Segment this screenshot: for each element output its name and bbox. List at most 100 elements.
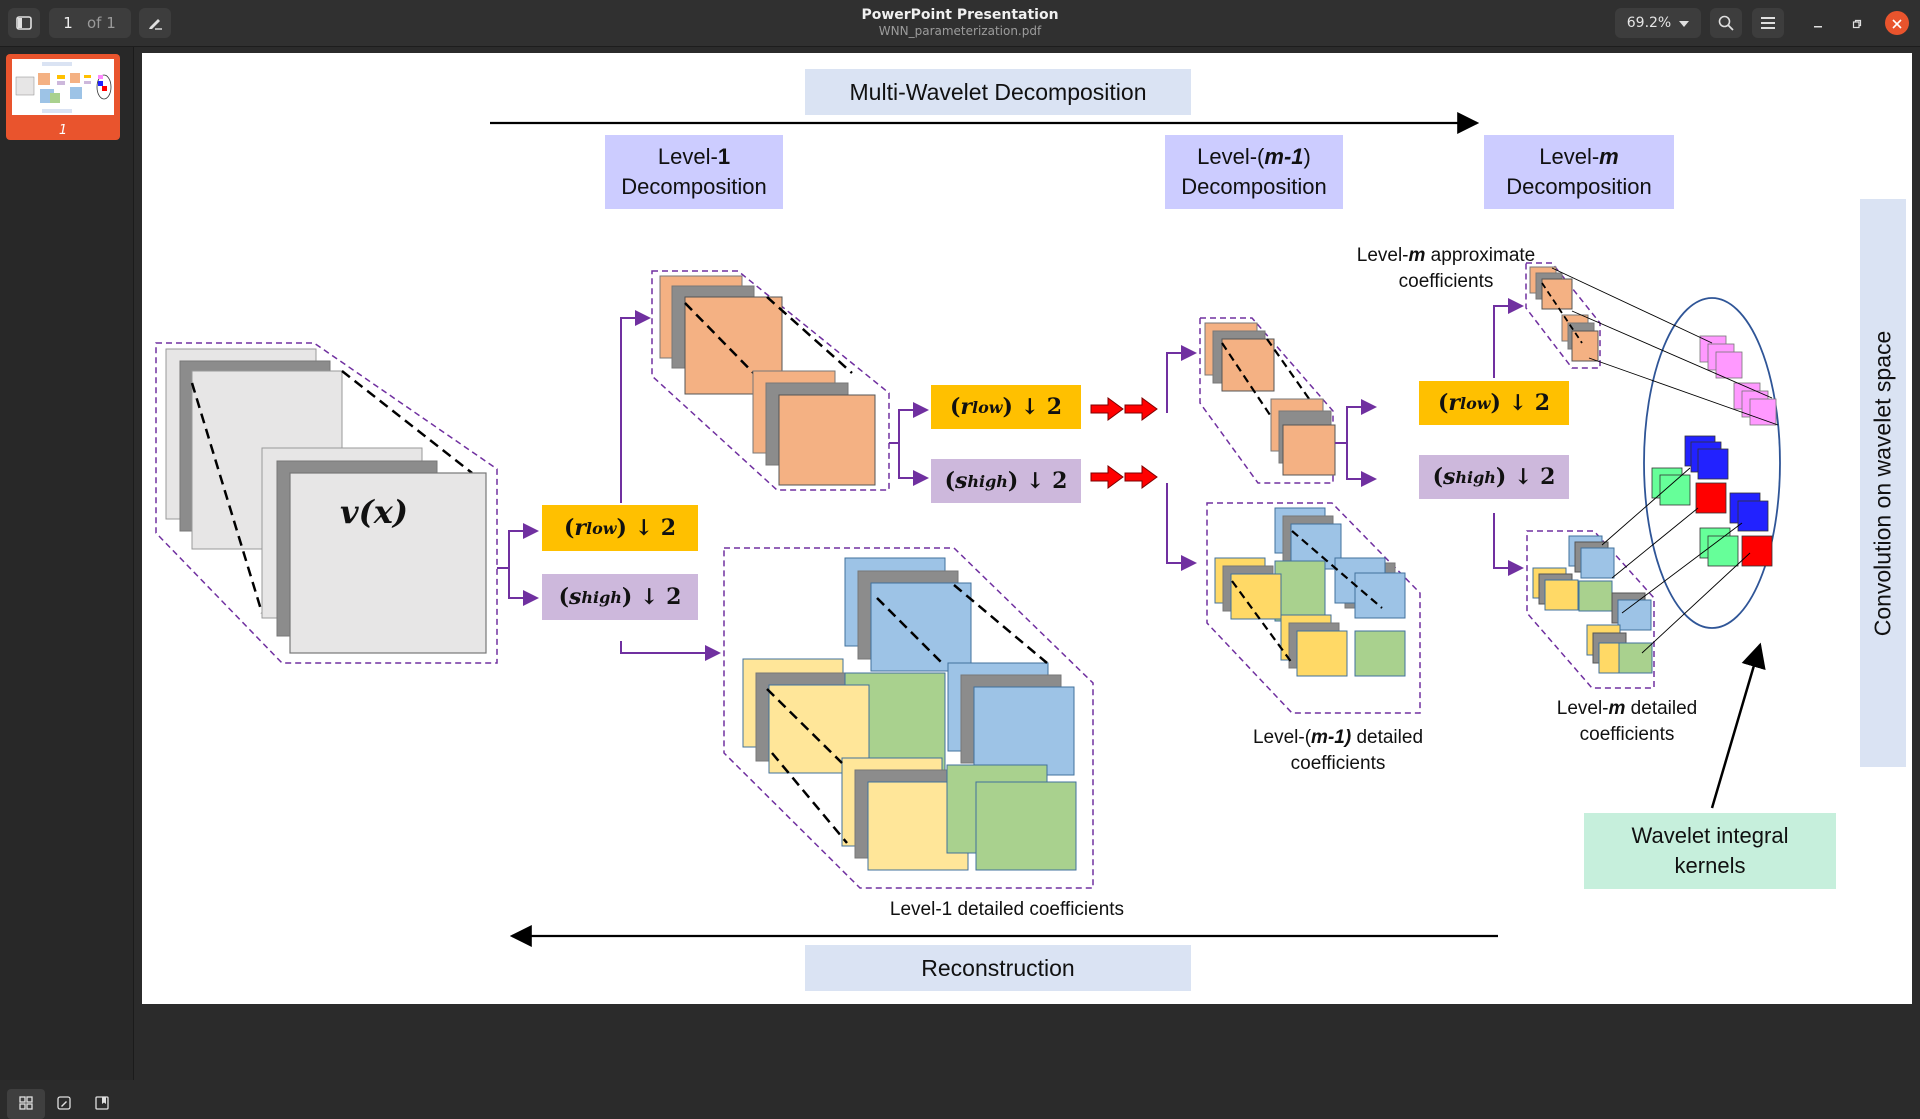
- title-bar: 1 of 1 PowerPoint Presentation WNN_param…: [0, 0, 1920, 47]
- caption-level: m-1): [1311, 727, 1352, 748]
- op-symbol: s: [569, 584, 582, 610]
- kernel-pointer-arrow: [1710, 642, 1766, 809]
- annotate-button[interactable]: [139, 8, 171, 38]
- levelm1-approx-cube: [1199, 317, 1336, 484]
- op-subscript: low: [586, 518, 617, 538]
- caption-line2: coefficients: [1290, 753, 1386, 774]
- op-subscript: high: [581, 587, 622, 607]
- levelm1-suffix: ): [1303, 144, 1311, 169]
- levelm1-number: m-1: [1264, 144, 1304, 169]
- levelm-decomposition-box: Level-m Decomposition: [1484, 135, 1674, 209]
- caption-line2: coefficients: [1579, 724, 1675, 745]
- levelm-approx-cube: [1525, 262, 1601, 369]
- caption-prefix: Level-: [1356, 245, 1409, 266]
- level1-detail-caption: Level-1 detailed coefficients: [889, 899, 1125, 920]
- op-downsample: ↓ 2: [1508, 390, 1551, 416]
- levelm1-decomposition-box: Level-(m-1) Decomposition: [1165, 135, 1343, 209]
- search-button[interactable]: [1710, 8, 1742, 38]
- level1-decomp-word: Decomposition: [621, 174, 767, 199]
- convolution-side-label: Convolution on wavelet space: [1869, 330, 1896, 636]
- levelm-prefix: Level-: [1539, 144, 1600, 169]
- annotations-view-button[interactable]: [45, 1089, 83, 1119]
- pink-kernels: [1699, 335, 1777, 426]
- thumbnail-page-number: 1: [58, 123, 68, 138]
- levelm1-decomp-word: Decomposition: [1181, 174, 1327, 199]
- zoom-value: 69.2%: [1626, 15, 1672, 31]
- op-subscript: low: [972, 397, 1003, 417]
- red-arrows: [1090, 397, 1158, 489]
- caption-level: m: [1608, 698, 1626, 719]
- close-button[interactable]: [1885, 11, 1909, 35]
- op-downsample: ↓ 2: [1020, 394, 1063, 420]
- level1-prefix: Level-: [657, 144, 718, 169]
- sidebar-toggle-button[interactable]: [8, 8, 40, 38]
- caption-line2: coefficients: [1398, 271, 1494, 292]
- levelm1-detail-caption: Level-(m-1) detailed coefficients: [1222, 725, 1454, 777]
- caption-suffix: approximate: [1425, 245, 1536, 266]
- caption-prefix: Level-(: [1252, 727, 1312, 748]
- color-kernels: [1651, 435, 1773, 567]
- op-symbol: r: [574, 515, 586, 541]
- grid-icon: [19, 1095, 33, 1114]
- op-symbol: r: [1448, 390, 1460, 416]
- zoom-dropdown[interactable]: 69.2%: [1615, 8, 1701, 38]
- levelm-approx-caption: Level-m approximate coefficients: [1322, 243, 1570, 295]
- restore-icon: [1852, 14, 1862, 33]
- sidebar-toggle-icon: [16, 16, 32, 30]
- input-function-label: v(x): [340, 493, 408, 531]
- levelm-number: m: [1599, 144, 1619, 169]
- chevron-down-icon: [1679, 15, 1690, 31]
- page-thumbnail[interactable]: 1: [6, 54, 120, 140]
- caption-suffix: detailed: [1351, 727, 1424, 748]
- levelm-decomp-word: Decomposition: [1506, 174, 1652, 199]
- bookmark-icon: [95, 1095, 109, 1114]
- op-symbol: r: [960, 394, 972, 420]
- op-downsample: ↓ 2: [1026, 468, 1068, 494]
- op-subscript: high: [1455, 467, 1496, 487]
- levelm1-prefix: Level-(: [1197, 144, 1265, 169]
- multiwavelet-title: Multi-Wavelet Decomposition: [849, 78, 1147, 105]
- op-subscript: high: [967, 471, 1008, 491]
- caption-suffix: detailed: [1625, 698, 1698, 719]
- sidebar-view-switcher: [7, 1089, 121, 1119]
- op-downsample: ↓ 2: [1514, 464, 1556, 490]
- page-navigator: 1 of 1: [49, 8, 131, 38]
- level1-decomposition-box: Level-1 Decomposition: [605, 135, 783, 209]
- thumbnail-image: [12, 59, 114, 115]
- levelm-detail-cube: [1526, 530, 1655, 689]
- level1-number: 1: [717, 144, 731, 169]
- level1-approx-cube: [651, 270, 890, 491]
- minimize-icon: [1813, 14, 1823, 33]
- minimize-button[interactable]: [1806, 11, 1830, 35]
- thumbnails-view-button[interactable]: [7, 1089, 45, 1119]
- hamburger-menu-icon: [1761, 17, 1775, 29]
- op-subscript: low: [1460, 393, 1491, 413]
- edit-icon: [57, 1095, 71, 1114]
- multiwavelet-title-box: Multi-Wavelet Decomposition: [805, 69, 1191, 115]
- levelm1-detail-cube: [1206, 502, 1421, 714]
- level1-detail-cube: [723, 547, 1094, 889]
- pen-icon: [147, 15, 163, 31]
- search-icon: [1718, 15, 1734, 31]
- op-symbol: s: [955, 468, 968, 494]
- outline-view-button[interactable]: [83, 1089, 121, 1119]
- caption-level: m: [1408, 245, 1426, 266]
- page-number-input[interactable]: 1: [63, 14, 73, 32]
- pdf-page: Multi-Wavelet Decomposition Reconstructi…: [142, 53, 1912, 1004]
- diagram-graphics: [155, 112, 1781, 947]
- kernels-line2: kernels: [1674, 853, 1746, 878]
- reconstruction-title: Reconstruction: [921, 954, 1075, 981]
- reconstruction-title-box: Reconstruction: [805, 945, 1191, 991]
- caption-prefix: Level-: [1556, 698, 1609, 719]
- convolution-side-box: Convolution on wavelet space: [1860, 199, 1906, 767]
- menu-button[interactable]: [1752, 8, 1784, 38]
- restore-button[interactable]: [1845, 11, 1869, 35]
- page-total: of 1: [87, 14, 116, 32]
- wavelet-kernels-box: Wavelet integral kernels: [1584, 813, 1836, 889]
- input-cube: [155, 342, 498, 664]
